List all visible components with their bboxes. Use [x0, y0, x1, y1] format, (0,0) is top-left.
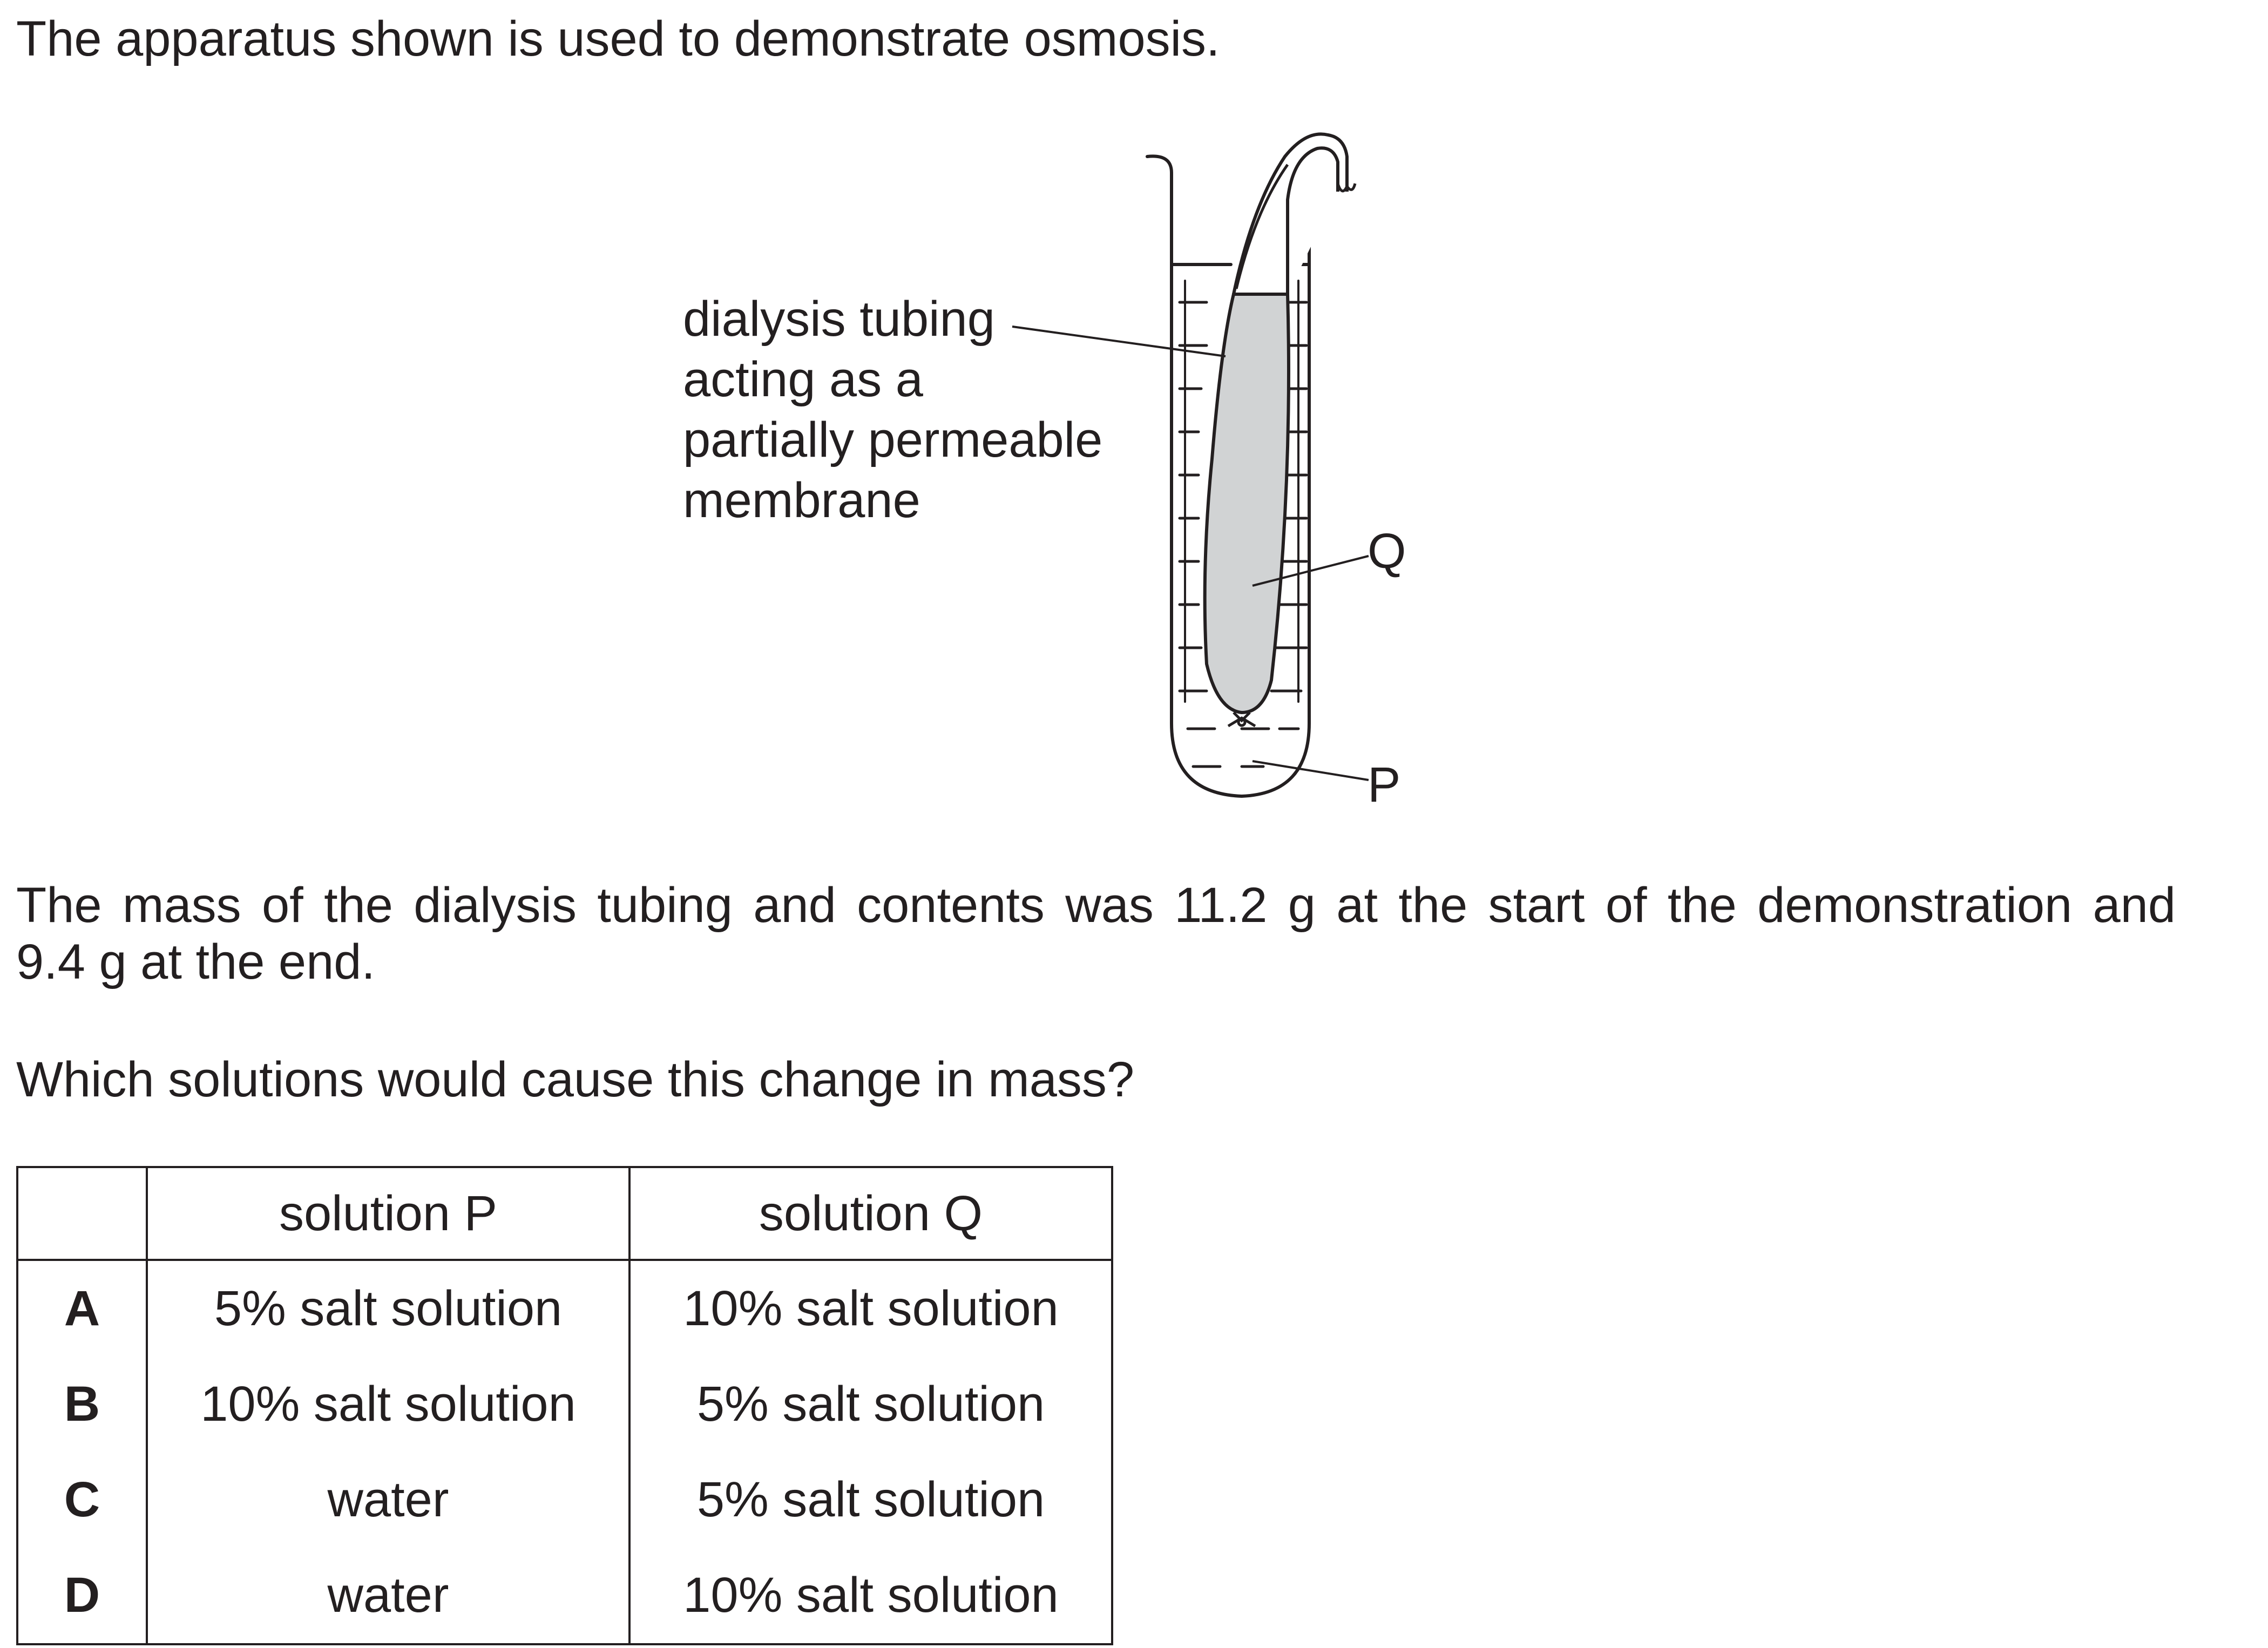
question-text: Which solutions would cause this change …	[16, 1052, 1135, 1107]
option-key: D	[16, 1548, 148, 1645]
osmosis-apparatus-diagram	[1012, 132, 1369, 798]
membrane-label: dialysis tubing acting as a partially pe…	[683, 289, 1102, 531]
tubing-knot	[1227, 711, 1256, 728]
solution-q-cell: 5% salt solution	[628, 1452, 1113, 1548]
table-row: B 10% salt solution 5% salt solution	[16, 1357, 1113, 1452]
solution-p-cell: 10% salt solution	[146, 1357, 631, 1452]
header-solution-p: solution P	[146, 1166, 631, 1261]
option-key: A	[16, 1260, 148, 1357]
table-row: D water 10% salt solution	[16, 1548, 1113, 1645]
dialysis-tubing-neck	[1232, 132, 1349, 295]
mass-statement-line1: The mass of the dialysis tubing and cont…	[16, 878, 2176, 933]
membrane-label-line: membrane	[683, 473, 920, 528]
solution-q-cell: 10% salt solution	[628, 1260, 1113, 1357]
p-leader-line	[1252, 760, 1369, 781]
table-row: C water 5% salt solution	[16, 1452, 1113, 1548]
solution-q-cell: 10% salt solution	[628, 1548, 1113, 1645]
intro-text: The apparatus shown is used to demonstra…	[16, 11, 1220, 66]
membrane-label-line: acting as a	[683, 352, 923, 407]
solution-p-cell: 5% salt solution	[146, 1260, 631, 1357]
q-leader-line	[1252, 555, 1369, 587]
membrane-label-line: partially permeable	[683, 412, 1103, 467]
table-header-row: solution P solution Q	[16, 1166, 1113, 1261]
answer-table: solution P solution Q A 5% salt solution…	[16, 1166, 1113, 1645]
label-q: Q	[1367, 524, 1406, 579]
membrane-label-line: dialysis tubing	[683, 291, 995, 347]
option-key: B	[16, 1357, 148, 1452]
mass-statement-line2: 9.4 g at the end.	[16, 934, 375, 989]
option-key: C	[16, 1452, 148, 1548]
boiling-tube	[1146, 154, 1311, 798]
header-solution-q: solution Q	[628, 1166, 1113, 1261]
solution-p-cell: water	[146, 1548, 631, 1645]
header-key	[16, 1166, 148, 1261]
table-row: A 5% salt solution 10% salt solution	[16, 1260, 1113, 1357]
solution-p-cell: water	[146, 1452, 631, 1548]
dialysis-tubing-solution	[1203, 293, 1290, 715]
liquid-dashes	[1178, 301, 1308, 768]
solution-q-cell: 5% salt solution	[628, 1357, 1113, 1452]
label-p: P	[1367, 757, 1401, 812]
membrane-leader-line	[1012, 325, 1226, 357]
